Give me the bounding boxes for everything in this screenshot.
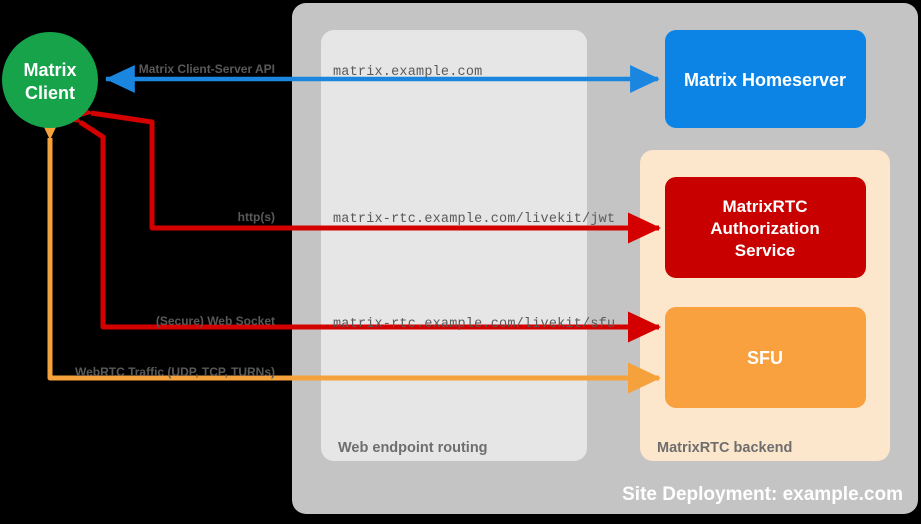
node-sfu[interactable] (665, 307, 866, 408)
node-matrix-client-label-line2: Client (25, 83, 75, 103)
node-authorization-label-line1: MatrixRTC (722, 197, 807, 216)
node-authorization-label-line3: Service (735, 241, 796, 260)
group-label-site-deployment: Site Deployment: example.com (622, 484, 903, 505)
node-matrix-client[interactable] (2, 32, 98, 128)
connector-label-http-jwt: http(s) (238, 210, 275, 224)
endpoint-label-livekit-jwt: matrix-rtc.example.com/livekit/jwt (333, 212, 615, 227)
endpoint-label-matrix-homeserver: matrix.example.com (333, 65, 482, 80)
node-sfu-label: SFU (747, 348, 783, 368)
endpoint-label-livekit-sfu: matrix-rtc.example.com/livekit/sfu (333, 317, 615, 332)
node-matrixrtc-authorization-service[interactable] (665, 177, 866, 278)
connector-label-secure-websocket: (Secure) Web Socket (156, 314, 275, 328)
connector-label-webrtc-traffic: WebRTC Traffic (UDP, TCP, TURNs) (75, 365, 275, 379)
connector-webrtc-traffic (34, 107, 662, 394)
node-authorization-label-line2: Authorization (710, 219, 820, 238)
group-label-matrixrtc-backend: MatrixRTC backend (657, 440, 792, 456)
node-matrix-homeserver[interactable] (665, 30, 866, 128)
connector-label-matrix-client-server-api: Matrix Client-Server API (139, 62, 275, 76)
node-matrix-client-label-line1: Matrix (23, 60, 76, 80)
group-label-web-endpoint-routing: Web endpoint routing (338, 440, 488, 456)
group-web-endpoint-routing (321, 30, 587, 461)
node-matrix-homeserver-label: Matrix Homeserver (684, 70, 846, 90)
